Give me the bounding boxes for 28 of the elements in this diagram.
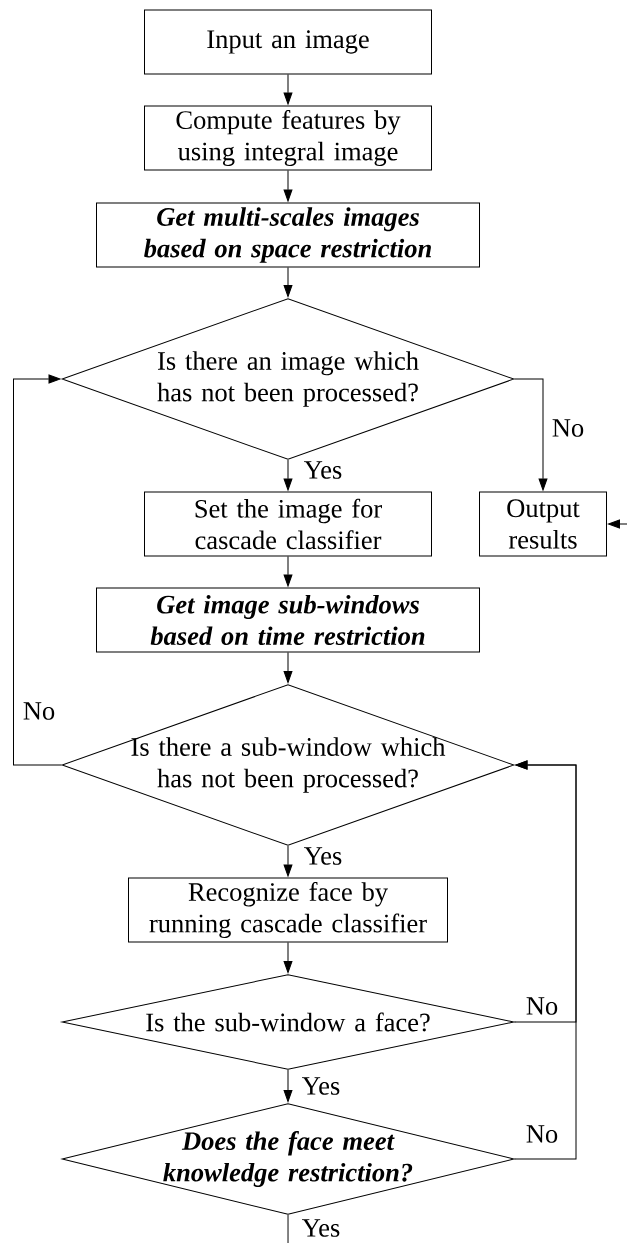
edge-label: Yes [300,1218,342,1238]
process-box: Compute features by using integral image [144,105,432,171]
edge-label: Yes [302,460,344,480]
arrow [283,74,293,105]
arrow [13,374,62,766]
arrow [283,556,293,587]
edge-label: No [550,418,586,438]
process-box: Get image sub-windows based on time restriction [96,587,480,653]
edge-label: No [524,996,560,1016]
arrow [283,267,293,297]
process-box: Recognize face by running cascade classifier [128,877,448,943]
process-box: Get multi-scales images based on space restriction [96,202,480,268]
edge-label: No [21,701,57,721]
process-box: Output results [479,491,607,557]
arrow [514,760,577,1160]
arrow [283,1069,293,1102]
process-box: Input an image [144,9,432,75]
arrow [283,459,293,491]
edge-label: Yes [302,846,344,866]
arrow [608,519,627,529]
process-box: Set the image for cascade classifier [144,491,432,557]
arrow [283,942,293,973]
arrow [283,170,293,202]
arrow [283,652,293,683]
edge-label: No [524,1124,560,1144]
arrow [283,845,293,877]
arrow [514,378,548,491]
edge-label: Yes [300,1076,342,1096]
